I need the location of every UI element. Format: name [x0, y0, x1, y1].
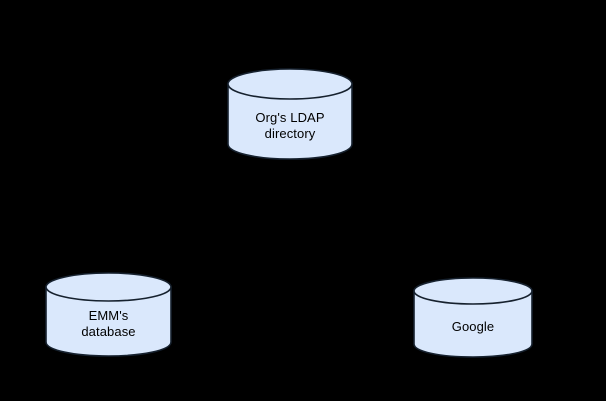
cylinder-database-icon: [227, 68, 353, 160]
database-node-emm[interactable]: EMM's database: [45, 272, 172, 357]
cylinder-database-icon: [45, 272, 172, 357]
cylinder-database-icon: [413, 277, 533, 358]
database-node-google[interactable]: Google: [413, 277, 533, 358]
database-node-ldap[interactable]: Org's LDAP directory: [227, 68, 353, 160]
